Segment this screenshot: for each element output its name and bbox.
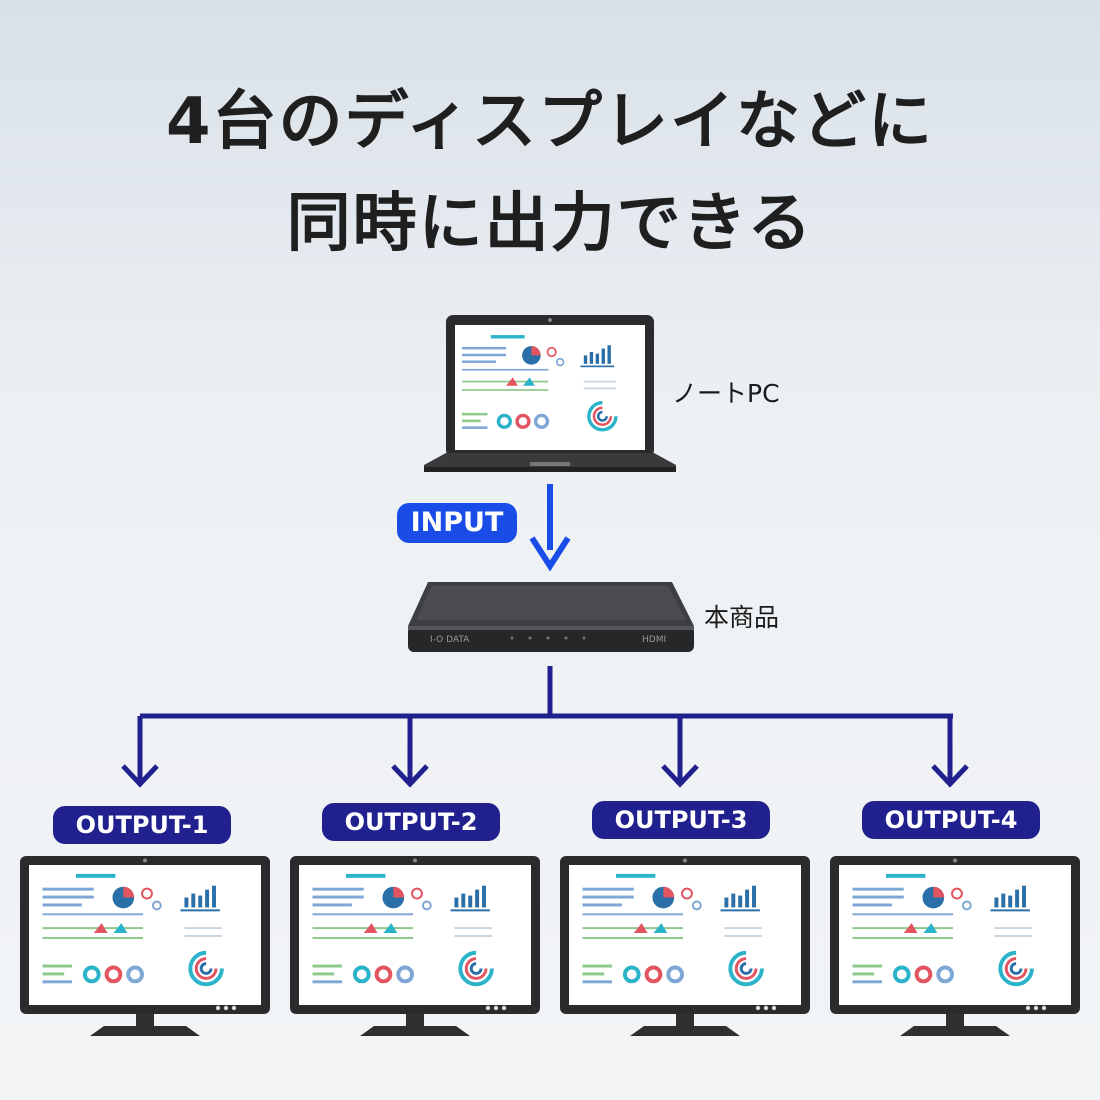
output-arrows (121, 666, 969, 788)
device-brand-text: I-O DATA (430, 635, 470, 645)
laptop-label: ノートPC (672, 379, 780, 408)
output-badge-4: OUTPUT-4 (862, 801, 1040, 839)
title-line-1: 4台のディスプレイなどに (165, 85, 935, 159)
hdmi-splitter-device: I-O DATA HDMI (408, 582, 694, 652)
output-badge-2: OUTPUT-2 (322, 803, 500, 841)
output-badge-3: OUTPUT-3 (592, 801, 770, 839)
input-arrow (529, 484, 571, 572)
laptop (424, 315, 676, 472)
device-label: 本商品 (704, 603, 780, 632)
monitor-output-3 (560, 856, 810, 1036)
monitor-output-4 (830, 856, 1080, 1036)
monitor-output-2 (290, 856, 540, 1036)
input-badge: INPUT (397, 503, 517, 543)
monitor-output-1 (20, 856, 270, 1036)
output-badge-1: OUTPUT-1 (53, 806, 231, 844)
title-line-2: 同時に出力できる (286, 187, 814, 261)
device-port-text: HDMI (642, 635, 666, 645)
